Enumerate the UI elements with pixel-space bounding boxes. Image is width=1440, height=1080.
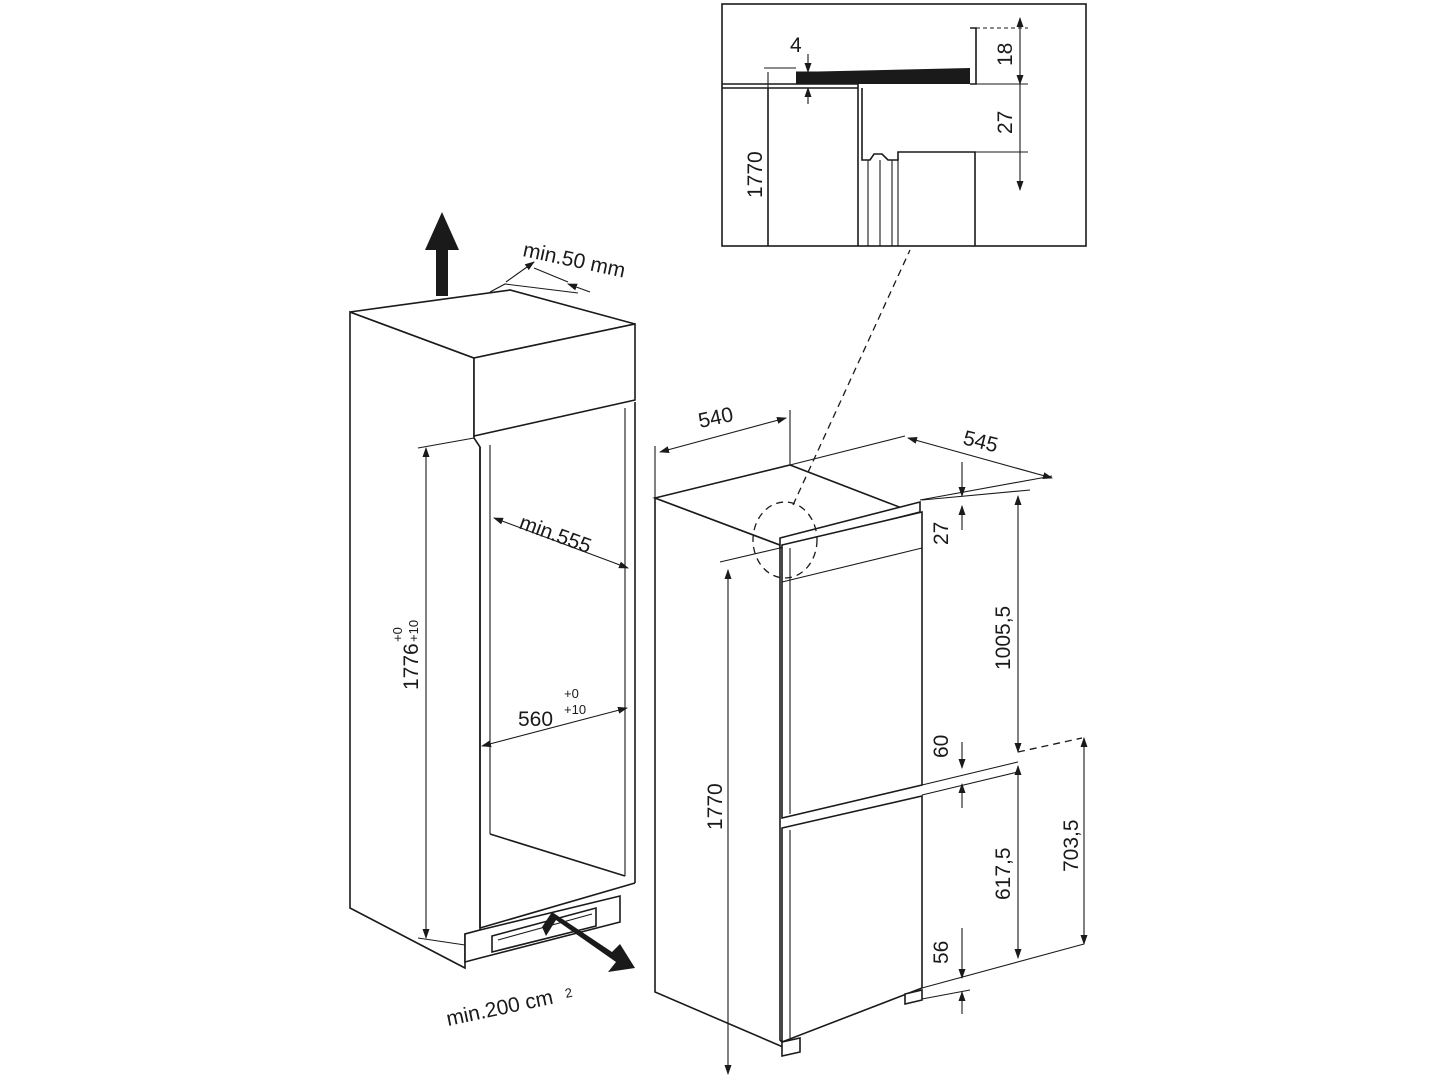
detail-callout [752,501,818,579]
appliance-height-label: 1770 [704,783,727,830]
bottom-vent-label: min.200 cm [444,986,555,1031]
airflow-in-icon [542,912,635,972]
detail-top-offset-label: 18 [994,43,1017,66]
bottom-gap-dimension: 56 [921,928,971,1014]
bottom-vent-caption: min.200 cm 2 [444,985,573,1031]
lower-door-dimension: 617,5 [921,765,1085,989]
niche-depth-label: min.555 [516,511,594,558]
appliance-width-label: 540 [696,403,735,433]
niche-cabinet [349,283,636,970]
upper-door-dimension: 1005,5 [992,495,1022,753]
niche-height-tol-upper: +0 [390,627,405,642]
niche-height-label: 1776 [400,643,423,690]
detail-thickness-label: 4 [790,34,802,57]
top-vent-label: min.50 mm [521,238,627,282]
niche-height-tol-lower: +10 [406,620,421,642]
niche-width-tol-lower: +10 [564,702,586,717]
bottom-gap-label: 56 [930,941,953,964]
airflow-up-icon [425,212,459,296]
niche-width-dimension: 560 +0 +10 [481,686,628,748]
top-gap-label: 27 [930,522,953,545]
upper-door-label: 1005,5 [992,606,1015,670]
niche-height-dimension: 1776 +0 +10 [390,437,475,946]
lower-door-label: 617,5 [992,847,1015,900]
lower-section-dimension: 703,5 [1017,737,1088,945]
door-gap-label: 60 [930,735,953,758]
detail-leader-line [792,249,911,506]
bottom-vent-sup: 2 [564,985,574,1001]
appliance-height-dimension: 1770 [704,547,781,1075]
niche-width-label: 560 [518,708,553,731]
niche-width-tol-upper: +0 [564,686,579,701]
detail-height-label: 1770 [744,151,767,198]
door-gap-dimension: 60 [921,735,1019,808]
appliance-depth-label: 545 [961,427,1001,458]
niche-depth-dimension: min.555 [493,511,629,569]
appliance-body [652,464,923,1057]
top-gap-dimension: 27 [921,462,1031,545]
top-vent-dimension: min.50 mm [505,238,627,293]
lower-section-label: 703,5 [1060,819,1083,872]
detail-gap-label: 27 [994,111,1017,134]
detail-inset: 18 27 4 1770 [721,3,1087,247]
